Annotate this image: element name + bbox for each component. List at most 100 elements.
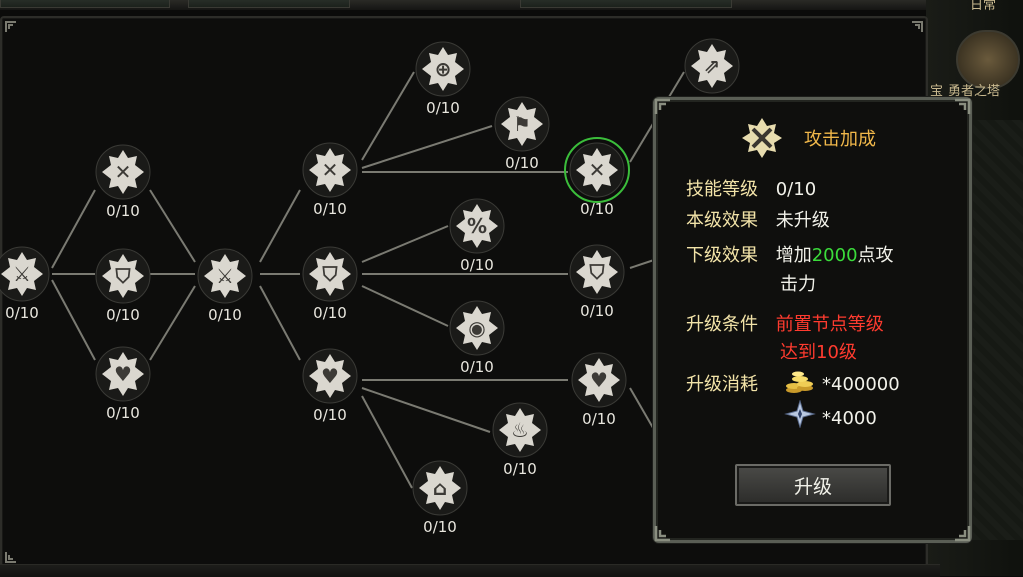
- skill-node-badge: [95, 144, 151, 200]
- next-effect-label: 下级效果: [686, 245, 758, 266]
- skill-node[interactable]: ⇗0/10: [680, 34, 744, 114]
- tooltip-corner-ornament-icon: [945, 516, 971, 542]
- tooltip-corner-ornament-icon: [654, 98, 680, 124]
- top-tab-mid[interactable]: [188, 0, 350, 8]
- skill-node[interactable]: ◉ 0/10: [445, 296, 509, 376]
- skill-node-badge: [415, 41, 471, 97]
- skill-node-badge: [449, 300, 505, 356]
- shield-icon: ⛉: [115, 264, 131, 288]
- sword-attack-icon: ✕: [114, 160, 132, 184]
- skill-node-level: 0/10: [106, 306, 140, 324]
- skill-node-level: 0/10: [106, 202, 140, 220]
- skill-node-badge: [449, 198, 505, 254]
- skill-node[interactable]: ⚔ 0/10: [0, 242, 54, 322]
- cost-crystal-amount: *4000: [822, 408, 877, 429]
- condition-label: 升级条件: [686, 314, 758, 335]
- dotted-shield-icon: ◉: [468, 316, 486, 340]
- skill-node-level: 0/10: [106, 404, 140, 422]
- sword-rank-icon: ⚔: [13, 262, 31, 286]
- skill-node-badge: [684, 38, 740, 94]
- skill-node-badge: [302, 348, 358, 404]
- current-effect-row: 本级效果 未升级: [686, 206, 830, 232]
- critical-percent-icon: %: [466, 214, 488, 238]
- skill-node-badge: [492, 402, 548, 458]
- skill-node[interactable]: ✕ 0/10: [298, 138, 362, 218]
- next-effect-suffix: 点攻: [857, 245, 894, 266]
- tooltip-title: 攻击加成: [804, 129, 876, 150]
- selection-ring: [564, 137, 630, 203]
- skill-node-level: 0/10: [208, 306, 242, 324]
- skill-node[interactable]: ♥0/10: [298, 344, 362, 424]
- skill-node[interactable]: ⚑ 0/10: [490, 92, 554, 172]
- skill-node[interactable]: ⌂ 0/10: [408, 456, 472, 536]
- cost-row: 升级消耗: [686, 370, 758, 396]
- skill-node[interactable]: ⊕0/10: [411, 37, 475, 117]
- tooltip-corner-ornament-icon: [945, 98, 971, 124]
- cost-gold-amount: *400000: [822, 374, 900, 395]
- heart-icon: ♥: [114, 362, 132, 386]
- skill-node-level: 0/10: [460, 256, 494, 274]
- skill-node-badge: [95, 346, 151, 402]
- skill-node-level: 0/10: [505, 154, 539, 172]
- skill-node-level: 0/10: [313, 304, 347, 322]
- boot-icon: ⌂: [432, 476, 448, 500]
- skill-node[interactable]: ♥0/10: [567, 348, 631, 428]
- skill-node[interactable]: ⛉ 0/10: [91, 244, 155, 324]
- skill-node[interactable]: ⛉ 0/10: [298, 242, 362, 322]
- next-effect-row: 下级效果 增加2000点攻: [686, 241, 894, 267]
- next-effect-number: 2000: [811, 245, 858, 266]
- skill-node-badge: [302, 246, 358, 302]
- running-man-icon: ⚑: [513, 112, 531, 136]
- tooltip-corner-ornament-icon: [654, 516, 680, 542]
- skill-level-label: 技能等级: [686, 179, 758, 200]
- skill-node-level: 0/10: [313, 200, 347, 218]
- skill-node-badge: [197, 248, 253, 304]
- top-tab-right[interactable]: [520, 0, 732, 8]
- skill-node-level: 0/10: [313, 406, 347, 424]
- tower-icon[interactable]: [956, 30, 1020, 89]
- skill-node-badge: [0, 246, 50, 302]
- next-effect-prefix: 增加: [775, 245, 812, 266]
- cost-label: 升级消耗: [686, 374, 758, 395]
- skill-node[interactable]: ♨0/10: [488, 398, 552, 478]
- skill-node-level: 0/10: [426, 99, 460, 117]
- corner-ornament-icon: [4, 542, 26, 564]
- sword-attack-icon: ✕: [321, 158, 339, 182]
- shield-icon: ⛉: [322, 262, 338, 286]
- skill-node-badge: [95, 248, 151, 304]
- top-tab-left[interactable]: [0, 0, 170, 8]
- next-effect-line2: 击力: [780, 274, 816, 295]
- top-bar: [0, 0, 940, 10]
- skill-node-badge: [571, 352, 627, 408]
- heart-icon: ♥: [590, 368, 608, 392]
- skill-node-level: 0/10: [5, 304, 39, 322]
- shuriken-crystal-icon: [784, 399, 816, 429]
- sword-attack-icon: [740, 116, 784, 160]
- shield-icon: ⛉: [589, 260, 605, 284]
- bottom-bar: [0, 564, 940, 577]
- sword-speed-icon: ⇗: [703, 54, 721, 78]
- skill-node[interactable]: % 0/10: [445, 194, 509, 274]
- condition-line2: 达到10级: [780, 342, 857, 363]
- skill-node-badge: [302, 142, 358, 198]
- skill-tooltip: 攻击加成 技能等级 0/10 本级效果 未升级 下级效果 增加2000点攻 击力…: [653, 97, 972, 543]
- skill-node[interactable]: ✕0/10: [564, 137, 630, 218]
- skill-node[interactable]: ♥ 0/10: [91, 342, 155, 422]
- corner-ornament-icon: [902, 20, 924, 42]
- daily-label[interactable]: 日常: [970, 0, 997, 13]
- tower-label[interactable]: 勇者之塔: [948, 84, 1001, 99]
- skill-level-value: 0/10: [775, 179, 817, 200]
- skill-node-level: 0/10: [423, 518, 457, 536]
- skill-node[interactable]: ⛉0/10: [565, 240, 629, 320]
- skill-node[interactable]: ⚔ 0/10: [193, 244, 257, 324]
- current-effect-label: 本级效果: [686, 210, 758, 231]
- skill-node[interactable]: ✕ 0/10: [91, 140, 155, 220]
- skill-node-badge: [569, 244, 625, 300]
- skill-node-level: 0/10: [503, 460, 537, 478]
- gold-coins-icon: [784, 368, 816, 396]
- skill-node-badge: [494, 96, 550, 152]
- sword-rank-icon: ⚔: [216, 264, 234, 288]
- upgrade-button[interactable]: 升级: [735, 464, 891, 506]
- skill-node-level: 0/10: [460, 358, 494, 376]
- condition-line1: 前置节点等级: [775, 314, 884, 335]
